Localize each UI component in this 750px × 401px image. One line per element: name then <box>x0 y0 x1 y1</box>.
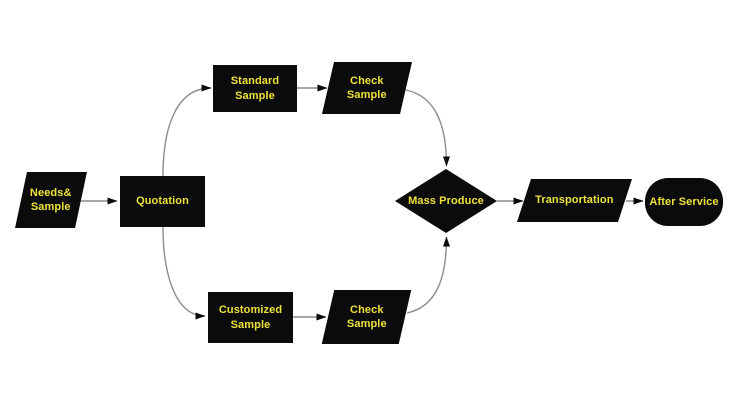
node-check-sample-bottom-label: Check Sample <box>346 303 387 330</box>
node-check-sample-top-label: Check Sample <box>347 74 387 101</box>
connector-check-bottom-to-mass-produce <box>406 236 450 314</box>
node-customized-sample: Customized Sample <box>208 292 293 343</box>
node-after-service: After Service <box>645 178 723 226</box>
node-check-sample-bottom: Check Sample <box>321 290 412 344</box>
node-customized-sample-label: Customized Sample <box>218 304 283 331</box>
node-quotation-label: Quotation <box>136 195 189 208</box>
node-needs-sample: Needs& Sample <box>15 172 87 228</box>
node-mass-produce-label: Mass Produce <box>408 194 484 207</box>
node-needs-sample-label: Needs& Sample <box>30 186 72 213</box>
node-after-service-label: After Service <box>649 195 719 208</box>
connector-quotation-to-customized <box>162 226 206 320</box>
node-standard-sample-label: Standard Sample <box>230 75 280 102</box>
node-standard-sample: Standard Sample <box>213 65 297 112</box>
node-transportation: Transportation <box>517 179 632 222</box>
connector-quotation-to-standard <box>162 84 212 177</box>
node-quotation: Quotation <box>120 176 205 227</box>
node-transportation-label: Transportation <box>535 194 614 207</box>
connector-check-top-to-mass-produce <box>405 89 450 167</box>
node-check-sample-top: Check Sample <box>321 62 413 114</box>
